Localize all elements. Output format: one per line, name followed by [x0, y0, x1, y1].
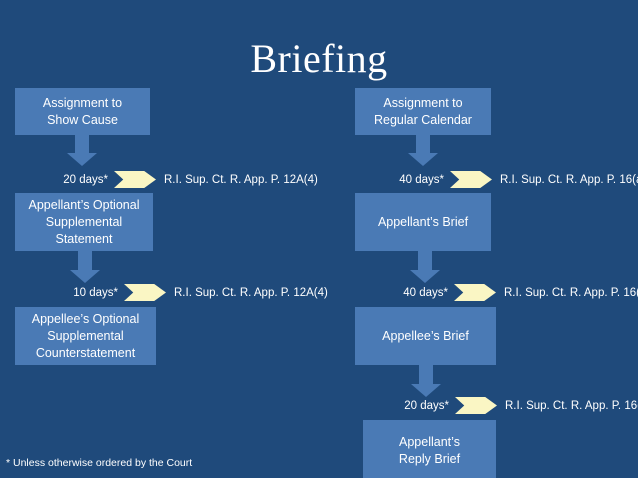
process-box-appellant-reply-brief[interactable]: Appellant’s Reply Brief	[363, 420, 496, 478]
process-box-assignment-regular-calendar[interactable]: Assignment to Regular Calendar	[355, 88, 491, 135]
down-arrow-icon	[411, 365, 441, 397]
process-box-appellee-brief[interactable]: Appellee’s Brief	[355, 307, 496, 365]
process-box-appellant-brief[interactable]: Appellant’s Brief	[355, 193, 491, 251]
chevron-arrow-icon	[124, 284, 166, 301]
chevron-arrow-icon	[450, 171, 492, 188]
box-line: Appellee’s Optional	[31, 311, 140, 326]
down-arrow-icon	[408, 135, 438, 166]
citation-label: R.I. Sup. Ct. R. App. P. 16(a)	[500, 173, 638, 186]
duration-label: 20 days*	[63, 173, 108, 186]
chevron-arrow-icon	[455, 397, 497, 414]
box-line: Assignment to	[383, 95, 463, 110]
box-line: Supplemental	[47, 328, 124, 343]
box-line: Assignment to	[42, 95, 123, 110]
citation-label: R.I. Sup. Ct. R. App. P. 12A(4)	[174, 286, 328, 299]
citation-label: R.I. Sup. Ct. R. App. P. 16(c)	[505, 399, 638, 412]
page-title: Briefing	[250, 36, 388, 81]
step-row-10-days-12a4: 10 days* R.I. Sup. Ct. R. App. P. 12A(4)	[50, 284, 328, 301]
box-line: Supplemental	[45, 214, 123, 229]
process-box-assignment-show-cause[interactable]: Assignment to Show Cause	[15, 88, 150, 135]
box-line: Statement	[55, 231, 113, 246]
citation-label: R.I. Sup. Ct. R. App. P. 12A(4)	[164, 173, 318, 186]
duration-label: 20 days*	[404, 399, 449, 412]
process-box-appellant-optional-supplemental-statement[interactable]: Appellant’s Optional Supplemental Statem…	[15, 193, 153, 251]
down-arrow-icon	[410, 251, 440, 283]
down-arrow-icon	[67, 135, 97, 166]
box-line: Appellant’s Brief	[377, 214, 469, 229]
chevron-arrow-icon	[454, 284, 496, 301]
box-line: Appellant’s Optional	[28, 197, 140, 212]
step-row-20-days-16c: 20 days* R.I. Sup. Ct. R. App. P. 16(c)	[389, 397, 638, 414]
box-line: Appellee’s Brief	[382, 328, 469, 343]
box-line: Reply Brief	[398, 452, 461, 466]
footnote-text: * Unless otherwise ordered by the Court	[6, 457, 193, 469]
duration-label: 40 days*	[403, 286, 448, 299]
chevron-arrow-icon	[114, 171, 156, 188]
duration-label: 40 days*	[399, 173, 444, 186]
process-box-appellee-optional-supplemental-counterstatement[interactable]: Appellee’s Optional Supplemental Counter…	[15, 307, 156, 365]
duration-label: 10 days*	[73, 286, 118, 299]
box-line: Regular Calendar	[374, 112, 472, 127]
step-row-20-days-12a4: 20 days* R.I. Sup. Ct. R. App. P. 12A(4)	[40, 171, 318, 188]
box-line: Appellant’s	[399, 435, 460, 449]
citation-label: R.I. Sup. Ct. R. App. P. 16(b)	[504, 286, 638, 299]
step-row-40-days-16a: 40 days* R.I. Sup. Ct. R. App. P. 16(a)	[382, 171, 638, 188]
step-row-40-days-16b: 40 days* R.I. Sup. Ct. R. App. P. 16(b)	[388, 284, 638, 301]
box-line: Show Cause	[47, 112, 118, 127]
box-line: Counterstatement	[35, 345, 136, 360]
down-arrow-icon	[70, 251, 100, 283]
